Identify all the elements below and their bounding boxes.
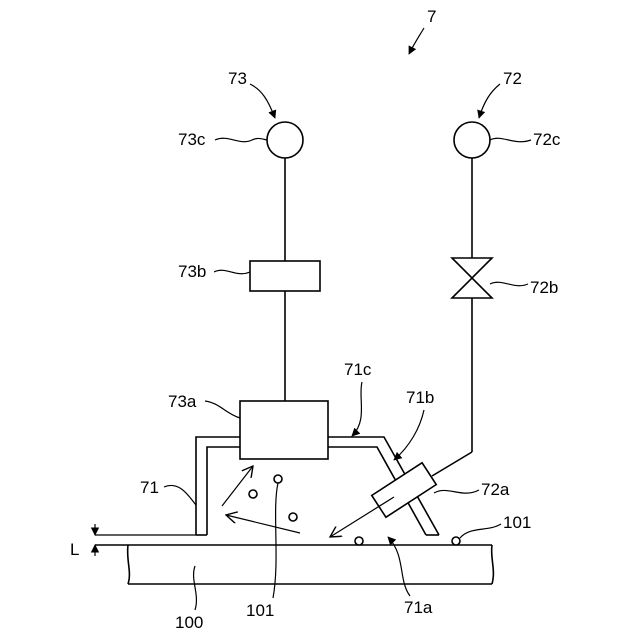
unit-73b-box — [250, 261, 320, 291]
source-72c-label: 72c — [533, 130, 561, 149]
particle-101 — [274, 475, 282, 483]
unit-73b-leader — [214, 270, 250, 273]
particle-101 — [452, 537, 460, 545]
cover-71b-label: 71b — [406, 388, 434, 407]
supply-72-arrow — [479, 84, 500, 118]
base-100-label: 100 — [175, 613, 203, 632]
particle-101-bottom-leader — [273, 483, 278, 598]
source-72c-circle — [454, 122, 490, 158]
supply-72-label: 72 — [503, 69, 522, 88]
source-73c-leader — [215, 138, 267, 141]
particle-101-right-leader — [460, 524, 501, 538]
system-arrow — [409, 28, 424, 54]
cover-71c-label: 71c — [344, 360, 372, 379]
cover-71c-leader — [352, 382, 362, 436]
source-73c-circle — [267, 122, 303, 158]
unit-73a-leader — [205, 401, 240, 418]
supply-73-label: 73 — [228, 69, 247, 88]
particle-101-right-label: 101 — [503, 513, 531, 532]
unit-73a-label: 73a — [168, 392, 197, 411]
unit-73b-label: 73b — [178, 262, 206, 281]
nozzle-72a-box — [372, 463, 436, 517]
source-72c-leader — [490, 138, 531, 141]
base-100-leader — [194, 566, 197, 610]
particle-101 — [249, 490, 257, 498]
cover-71b-leader — [394, 410, 424, 460]
base-right-break — [492, 545, 494, 584]
valve-72b-leader — [490, 282, 528, 285]
opening-71a-label: 71a — [404, 598, 433, 617]
valve-72b — [452, 258, 492, 298]
particle-101 — [289, 513, 297, 521]
cover-71-leader — [164, 485, 196, 505]
particle-101 — [355, 537, 363, 545]
source-73c-label: 73c — [178, 130, 206, 149]
flow-arrow-jet — [330, 497, 394, 537]
system-label: 7 — [427, 7, 436, 26]
flow-arrow-up — [222, 466, 253, 506]
gap-L-label: L — [70, 540, 79, 559]
nozzle-72a-leader — [434, 490, 479, 493]
valve-72b-label: 72b — [530, 278, 558, 297]
cover-71-label: 71 — [140, 478, 159, 497]
unit-73a-box — [240, 401, 328, 459]
supply-73-arrow — [250, 84, 275, 118]
particle-101-bottom-label: 101 — [246, 601, 274, 620]
opening-71a-leader — [388, 537, 410, 596]
pipe-72-diagonal — [432, 452, 472, 476]
nozzle-72a-label: 72a — [481, 480, 510, 499]
base-left-break — [128, 545, 130, 584]
